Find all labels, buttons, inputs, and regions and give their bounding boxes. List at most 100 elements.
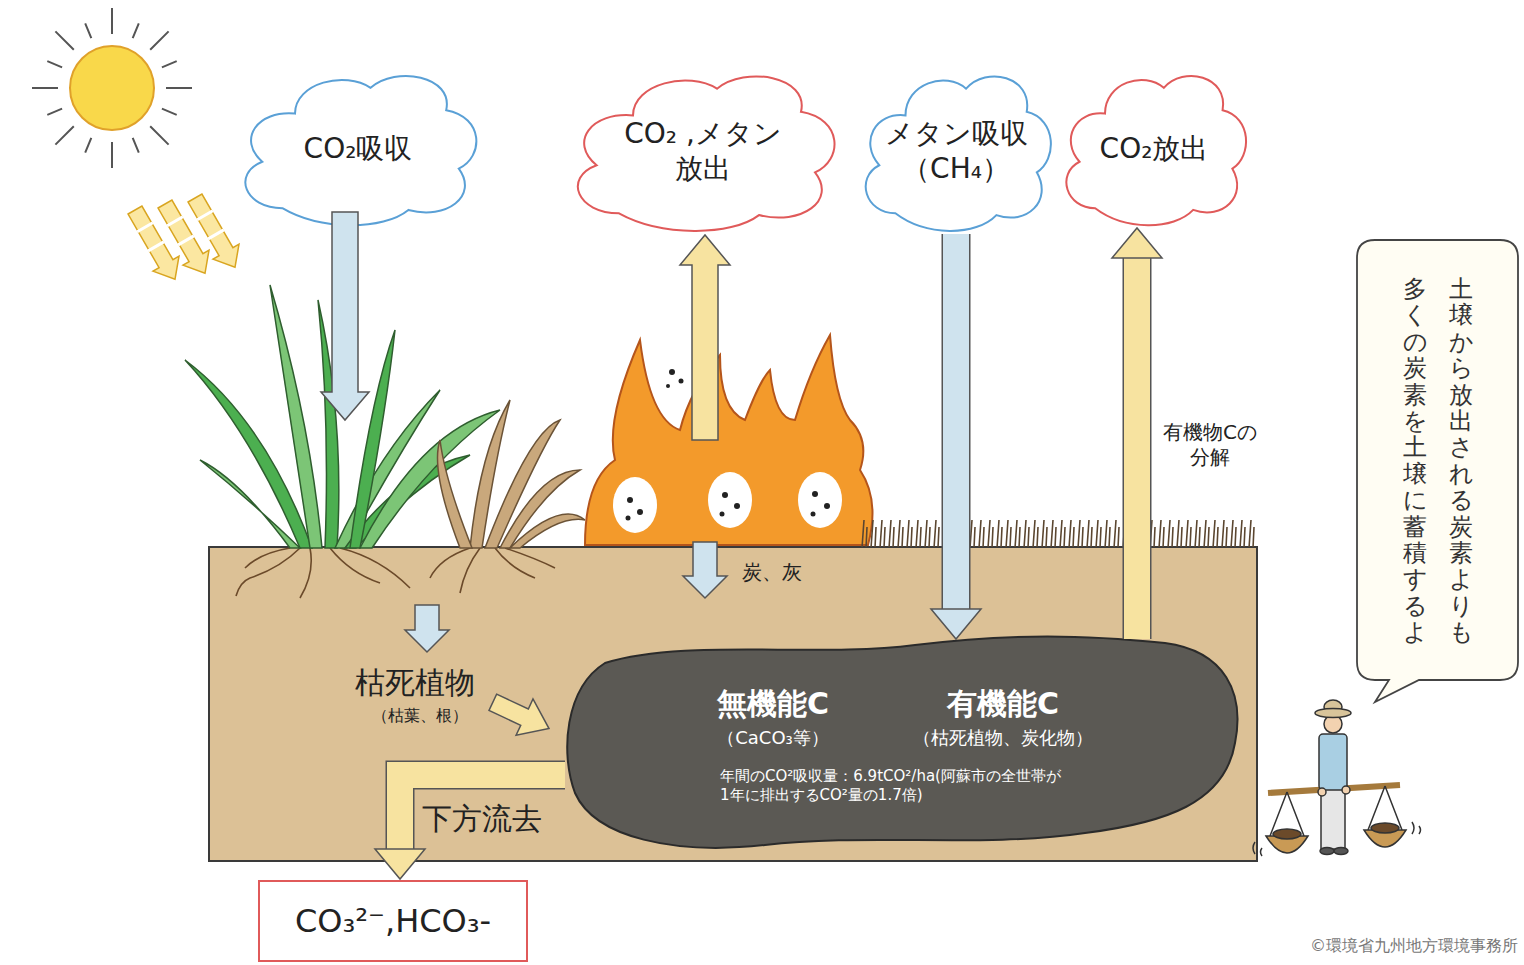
motion-lines bbox=[1253, 822, 1421, 856]
flame-core bbox=[613, 477, 657, 533]
farmer-body bbox=[1319, 734, 1347, 790]
ember bbox=[626, 516, 631, 521]
arrow-outline bbox=[1123, 257, 1152, 639]
ember bbox=[722, 492, 728, 498]
edge-label: 下方流去 bbox=[422, 800, 542, 838]
arrow-shaft bbox=[400, 775, 565, 850]
speech-column: 多くの炭素を土壌に蓄積するよ bbox=[1403, 276, 1427, 645]
flame-core bbox=[708, 472, 752, 528]
cloud-outline bbox=[245, 76, 476, 225]
carbon-pool: 無機能C（CaCO₃等）有機能C（枯死植物、炭化物）年間のCO²吸収量：6.9t… bbox=[565, 633, 1242, 855]
basket-soil bbox=[1371, 823, 1399, 833]
sunlight-arrows bbox=[122, 191, 248, 287]
fire bbox=[585, 335, 873, 545]
soil-heading: 枯死植物 bbox=[315, 664, 515, 702]
ion-text: CO₃²⁻,HCO₃- bbox=[295, 901, 491, 941]
sunlight-arrow-gap bbox=[197, 211, 224, 239]
flow-arrow bbox=[1112, 228, 1162, 639]
farmer bbox=[1253, 700, 1421, 856]
ion-box: CO₃²⁻,HCO₃- bbox=[258, 880, 528, 962]
sunlight-arrow-gap bbox=[137, 223, 164, 251]
spark bbox=[669, 369, 675, 375]
root-lines bbox=[236, 548, 555, 598]
cloud-text: CO₂吸収 bbox=[304, 131, 413, 166]
cloud-outline bbox=[578, 76, 835, 230]
flames bbox=[585, 335, 873, 545]
spark bbox=[666, 384, 670, 388]
emission-cloud: CO₂ ,メタン 放出 bbox=[563, 62, 843, 240]
speech-column: 土壌から放出される炭素よりも bbox=[1449, 276, 1473, 645]
cloud-text: CO₂放出 bbox=[1100, 131, 1209, 166]
sun-rays bbox=[32, 8, 192, 168]
embers bbox=[626, 369, 831, 521]
arrow-outline bbox=[942, 234, 971, 610]
arrow-head bbox=[1112, 228, 1162, 258]
node-outline bbox=[563, 62, 843, 240]
soil-label: 炭、灰 bbox=[742, 560, 802, 585]
pool-heading: 無機能C bbox=[663, 685, 883, 723]
sunlight-arrow bbox=[182, 191, 248, 275]
farmer-shoe bbox=[1320, 848, 1334, 855]
arrow-shaft bbox=[943, 234, 969, 610]
absorb-arrow bbox=[321, 212, 369, 420]
basket-soil bbox=[1273, 829, 1301, 839]
emission-arrow bbox=[680, 235, 730, 440]
farmer-hand bbox=[1318, 788, 1326, 796]
soil-layer: 無機能C（CaCO₃等）有機能C（枯死植物、炭化物）年間のCO²吸収量：6.9t… bbox=[208, 546, 1258, 862]
dry-blade bbox=[510, 514, 585, 548]
soil-note: （枯葉、根） bbox=[320, 706, 520, 726]
sunlight-arrow-gap bbox=[167, 217, 194, 245]
node-outline bbox=[855, 62, 1057, 240]
ember bbox=[824, 503, 830, 509]
arrow-head bbox=[375, 849, 425, 879]
cloud-outline bbox=[1066, 76, 1246, 225]
farmer-hand bbox=[1342, 786, 1350, 794]
pool-note: （CaCO₃等） bbox=[663, 727, 883, 750]
pool-outline bbox=[567, 637, 1237, 848]
dry-blade bbox=[438, 440, 473, 548]
flow-arrow bbox=[375, 775, 565, 879]
roots bbox=[236, 548, 555, 598]
cloud-text: メタン吸収 （CH₄） bbox=[871, 116, 1041, 186]
bubble-outline bbox=[1357, 240, 1518, 702]
box-outline bbox=[259, 881, 527, 961]
absorb-cloud: メタン吸収 （CH₄） bbox=[855, 62, 1057, 240]
spark bbox=[679, 379, 684, 384]
pool-heading: 有機能C bbox=[893, 685, 1113, 723]
sun-disc bbox=[70, 46, 154, 130]
sunlight-arrow-body bbox=[182, 191, 248, 275]
speech-bubble: 土壌から放出される炭素よりも多くの炭素を土壌に蓄積するよ bbox=[1357, 240, 1518, 680]
stubble bbox=[860, 516, 1256, 547]
ash-arrow bbox=[683, 542, 727, 598]
node-outline bbox=[1357, 240, 1518, 680]
litter-arrow bbox=[405, 605, 449, 652]
farmer-legs bbox=[1321, 789, 1345, 849]
box-outline bbox=[209, 547, 1257, 861]
ember bbox=[734, 503, 740, 509]
ember bbox=[812, 491, 818, 497]
dry-grass bbox=[438, 400, 586, 548]
ember bbox=[720, 512, 725, 517]
absorb-cloud: CO₂吸収 bbox=[232, 62, 484, 234]
flow-arrow bbox=[931, 234, 981, 639]
hat-brim bbox=[1315, 709, 1351, 718]
pool-figure: 年間のCO²吸収量：6.9tCO²/ha(阿蘇市の全世帯が 1年に排出するCO²… bbox=[720, 767, 1160, 805]
arrow-outline bbox=[400, 775, 565, 850]
dry-blade bbox=[500, 470, 580, 548]
ember bbox=[637, 509, 643, 515]
node-outline bbox=[565, 633, 1242, 855]
arrow-head bbox=[931, 609, 981, 639]
grass-blade bbox=[270, 285, 322, 548]
flame-core bbox=[798, 472, 842, 528]
credit-text: ©環境省九州地方環境事務所 bbox=[1310, 936, 1518, 956]
grass-blade bbox=[200, 460, 300, 548]
ember bbox=[811, 512, 816, 517]
sun bbox=[32, 8, 192, 168]
cloud-text: CO₂ ,メタン 放出 bbox=[603, 116, 803, 186]
litter-to-pool-arrow bbox=[484, 684, 557, 746]
farmer-shoe bbox=[1334, 848, 1348, 855]
emission-cloud: CO₂放出 bbox=[1056, 62, 1252, 234]
arrow-shaft bbox=[1124, 257, 1150, 639]
ember bbox=[627, 497, 633, 503]
